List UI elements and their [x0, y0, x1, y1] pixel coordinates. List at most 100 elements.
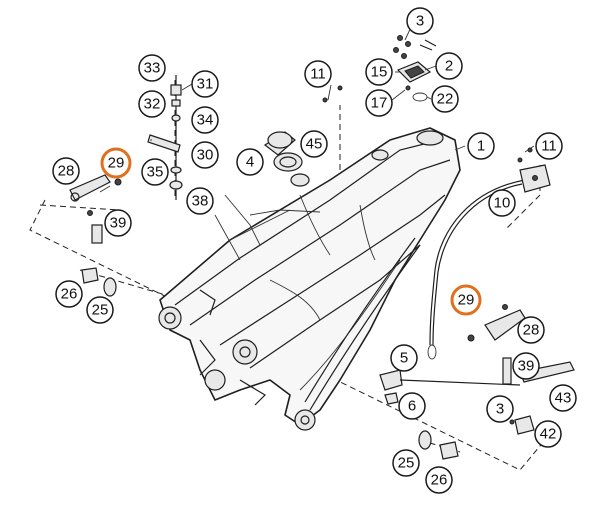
callout-label: 22	[437, 91, 454, 108]
callout-ring	[191, 141, 219, 169]
callout-label: 25	[92, 302, 109, 319]
callout-32: 32	[138, 90, 166, 118]
cable-10	[427, 164, 551, 360]
callout-6: 6	[398, 392, 426, 420]
callout-label: 26	[431, 472, 448, 489]
callout-ring	[100, 147, 132, 179]
callout-28-left: 28	[52, 157, 80, 185]
callout-28-right: 28	[517, 316, 545, 344]
callout-ring	[138, 54, 166, 82]
callout-label: 31	[197, 76, 214, 93]
callout-ring	[512, 352, 540, 380]
callout-ring	[406, 7, 434, 35]
callout-ring	[534, 420, 562, 448]
callout-ring	[450, 284, 482, 316]
callout-1: 1	[467, 132, 495, 160]
callout-11-center: 11	[304, 60, 332, 88]
cover-assembly	[393, 35, 437, 102]
callout-label: 6	[408, 398, 416, 415]
frame-body	[158, 127, 461, 431]
callout-43: 43	[549, 384, 577, 412]
callout-ring	[186, 187, 214, 215]
callout-25-left: 25	[86, 296, 114, 324]
callout-26-bottom: 26	[425, 466, 453, 494]
callout-ring	[431, 85, 459, 113]
callout-ring	[488, 189, 516, 217]
callout-label: 30	[197, 147, 214, 164]
callout-label: 33	[144, 60, 161, 77]
callout-31: 31	[191, 70, 219, 98]
callout-ring	[52, 157, 80, 185]
callout-ring	[191, 106, 219, 134]
callout-15: 15	[365, 58, 393, 86]
callout-label: 15	[371, 64, 388, 81]
callout-11-right: 11	[535, 132, 563, 160]
callout-26-left: 26	[55, 280, 83, 308]
callout-ring	[467, 132, 495, 160]
callout-5: 5	[390, 344, 418, 372]
shock-bolt-stack	[147, 75, 183, 200]
callout-label: 35	[147, 164, 164, 181]
callout-ring	[398, 392, 426, 420]
callout-label: 29	[108, 155, 125, 172]
callout-label: 3	[496, 401, 504, 418]
callout-ring	[304, 60, 332, 88]
callout-33: 33	[138, 54, 166, 82]
callout-25-bottom: 25	[392, 449, 420, 477]
callout-4: 4	[236, 148, 264, 176]
callout-label: 11	[310, 66, 326, 83]
filler-cap-assembly	[263, 131, 303, 172]
callout-label: 28	[523, 322, 540, 339]
callout-39-right: 39	[512, 352, 540, 380]
callout-ring	[435, 52, 463, 80]
callout-label: 29	[458, 292, 475, 309]
callout-label: 11	[541, 138, 557, 155]
leader-lines	[99, 24, 535, 193]
callout-30: 30	[191, 141, 219, 169]
callout-label: 39	[518, 358, 535, 375]
callout-29-left: 29	[100, 147, 132, 179]
callout-ring	[191, 70, 219, 98]
callout-label: 43	[555, 390, 572, 407]
callout-label: 34	[197, 112, 214, 129]
callout-label: 26	[61, 286, 78, 303]
callout-ring	[486, 395, 514, 423]
callout-label: 25	[398, 455, 415, 472]
callout-ring	[517, 316, 545, 344]
callout-ring	[141, 158, 169, 186]
callout-2: 2	[435, 52, 463, 80]
callout-label: 45	[306, 136, 323, 153]
callout-label: 39	[110, 215, 127, 232]
callout-ring	[365, 58, 393, 86]
callout-3-top: 3	[406, 7, 434, 35]
callout-22: 22	[431, 85, 459, 113]
callout-ring	[236, 148, 264, 176]
callout-ring	[392, 449, 420, 477]
callout-ring	[535, 132, 563, 160]
callout-ring	[549, 384, 577, 412]
left-bushing	[81, 267, 117, 297]
callout-17: 17	[365, 89, 393, 117]
callout-label: 2	[445, 58, 453, 75]
callout-label: 4	[246, 154, 254, 171]
callout-35: 35	[141, 158, 169, 186]
callout-label: 1	[477, 138, 485, 155]
left-bracket	[69, 174, 122, 244]
callout-label: 42	[540, 426, 557, 443]
callout-42: 42	[534, 420, 562, 448]
callout-29-right: 29	[450, 284, 482, 316]
callout-38: 38	[186, 187, 214, 215]
callout-label: 10	[494, 195, 511, 212]
callout-10: 10	[488, 189, 516, 217]
callout-39-left: 39	[104, 209, 132, 237]
callout-ring	[86, 296, 114, 324]
callout-ring	[300, 130, 328, 158]
callout-3-bottom: 3	[486, 395, 514, 423]
callout-34: 34	[191, 106, 219, 134]
callout-label: 17	[371, 95, 388, 112]
callout-ring	[425, 466, 453, 494]
callout-ring	[390, 344, 418, 372]
